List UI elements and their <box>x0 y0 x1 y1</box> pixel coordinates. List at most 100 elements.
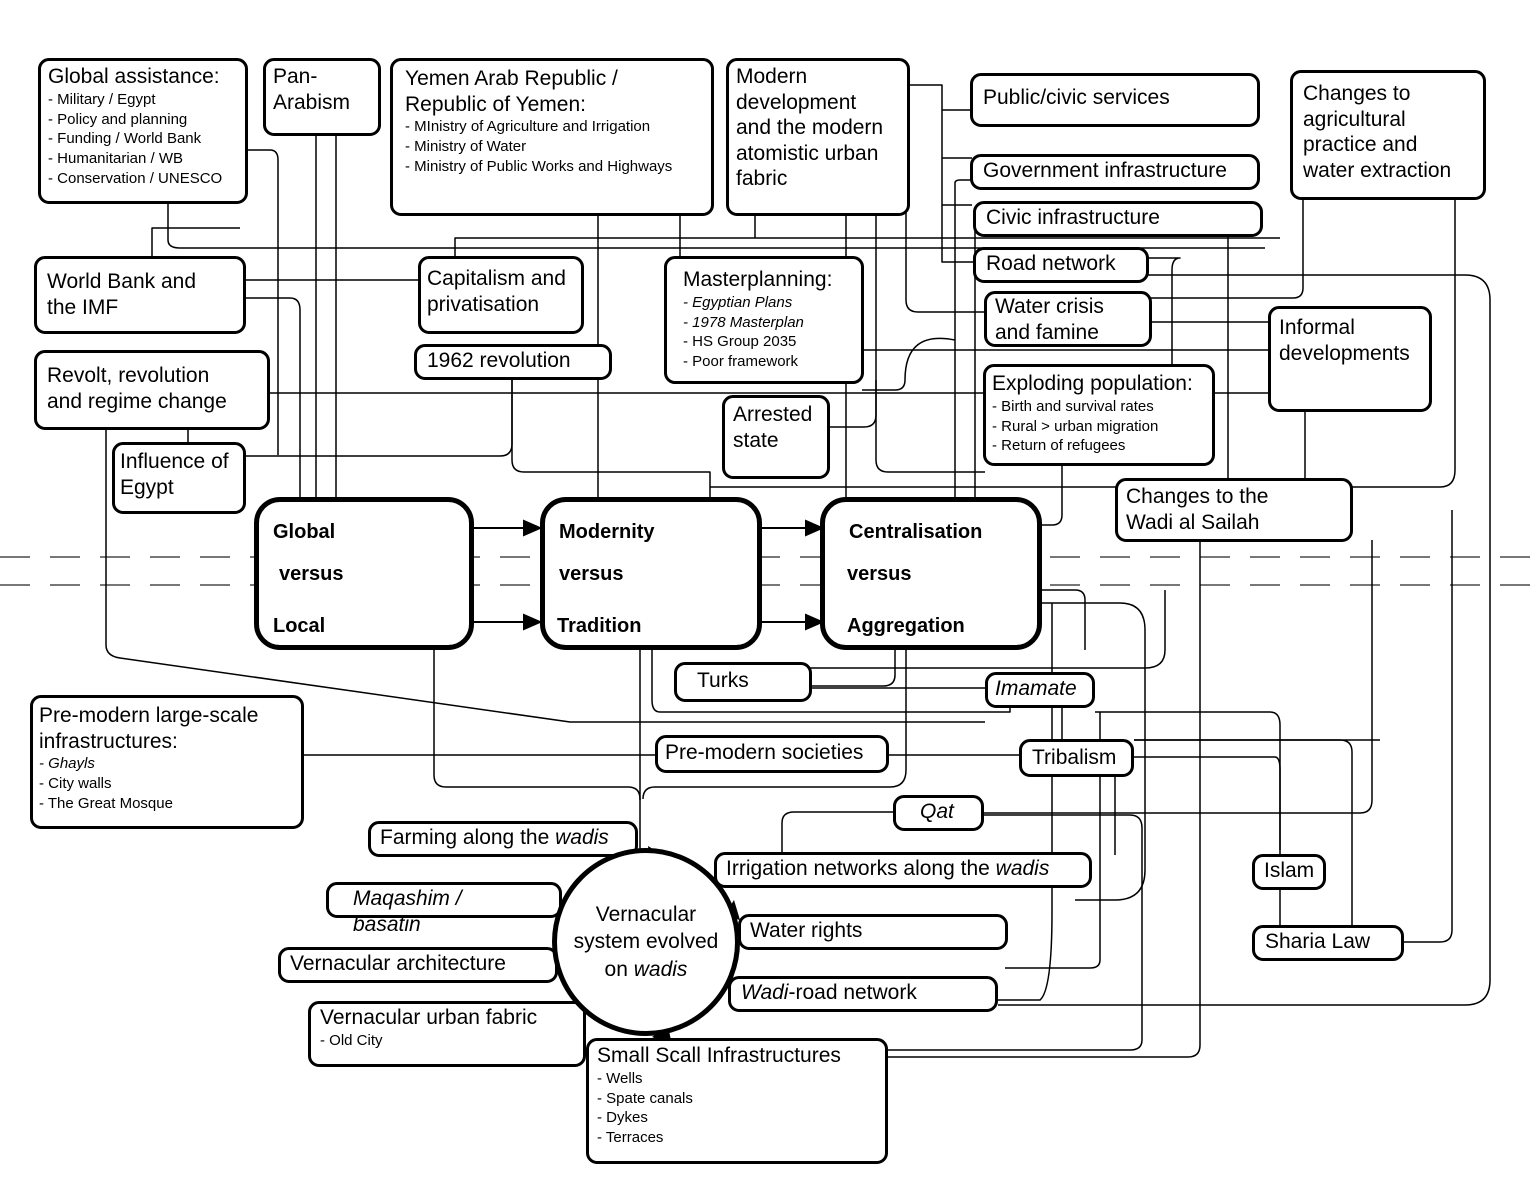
small-infrastructures-item: - Dykes <box>597 1109 648 1127</box>
global-assistance-item: - Funding / World Bank <box>48 130 202 148</box>
global-assistance-title: Global assistance: <box>48 65 220 88</box>
premodern-societies-label: Pre-modern societies <box>665 741 864 764</box>
irrigation-label: Irrigation networks along the wadis <box>726 857 1050 880</box>
global-assistance-item: - Military / Egypt <box>48 90 156 108</box>
revolution-1962-label: 1962 revolution <box>427 349 571 372</box>
turks-label: Turks <box>697 669 749 692</box>
wadi-sailah-line2: Wadi al Sailah <box>1126 510 1260 534</box>
masterplanning-item: - Poor framework <box>683 353 799 371</box>
modern-development-line: fabric <box>736 167 788 191</box>
wadi-road-label: Wadi-road network <box>741 981 917 1004</box>
yemen-republic-item: - Ministry of Water <box>405 138 527 156</box>
exploding-population-title: Exploding population: <box>992 372 1193 395</box>
yemen-republic-item: - Ministry of Public Works and Highways <box>405 158 673 176</box>
road-network-box: Road network <box>973 247 1149 283</box>
core-modernity-top: Modernity <box>559 521 655 543</box>
vernacular-system-line: Vernacular <box>595 903 697 927</box>
informal-developments-line2: developments <box>1279 341 1410 365</box>
capitalism-line1: Capitalism and <box>427 267 566 290</box>
irrigation-box: Irrigation networks along the wadis <box>714 852 1092 888</box>
influence-egypt-line1: Influence of <box>120 450 229 473</box>
global-assistance-box: Global assistance: - Military / Egypt - … <box>38 58 248 204</box>
vernacular-architecture-label: Vernacular architecture <box>290 952 506 975</box>
exploding-population-item: - Return of refugees <box>992 437 1126 455</box>
premodern-infrastructures-item: - The Great Mosque <box>39 795 173 813</box>
modern-development-line: Modern <box>736 65 808 88</box>
capitalism-line2: privatisation <box>427 292 540 316</box>
core-global-bottom: Local <box>273 615 326 637</box>
premodern-infrastructures-title: Pre-modern large-scale <box>39 704 259 727</box>
global-assistance-item: - Humanitarian / WB <box>48 150 184 168</box>
masterplanning-item: - HS Group 2035 <box>683 333 797 351</box>
tribalism-box: Tribalism <box>1019 739 1134 777</box>
sharia-label: Sharia Law <box>1265 930 1371 953</box>
modern-development-line: atomistic urban <box>736 141 879 165</box>
civic-infrastructure-box: Civic infrastructure <box>973 201 1263 237</box>
qat-label: Qat <box>920 800 954 823</box>
core-centralisation-mid: versus <box>847 563 912 585</box>
world-bank-box: World Bank and the IMF <box>34 256 246 334</box>
vernacular-system-line: system evolved <box>573 930 719 954</box>
pan-arabism-line1: Pan- <box>273 65 318 88</box>
world-bank-line1: World Bank and <box>47 270 197 293</box>
maqashim-label: Maqashim / basatin <box>353 887 462 936</box>
small-infrastructures-title: Small Scall Infrastructures <box>597 1044 841 1067</box>
small-infrastructures-box: Small Scall Infrastructures - Wells - Sp… <box>586 1038 888 1164</box>
revolt-box: Revolt, revolution and regime change <box>34 350 270 430</box>
core-centralisation-top: Centralisation <box>849 521 983 543</box>
public-services-box: Public/civic services <box>970 73 1260 127</box>
pan-arabism-box: Pan- Arabism <box>263 58 381 136</box>
premodern-infrastructures-item: - Ghayls <box>39 755 95 773</box>
water-crisis-box: Water crisis and famine <box>984 291 1152 347</box>
road-network-label: Road network <box>986 252 1116 275</box>
water-rights-label: Water rights <box>750 919 863 942</box>
vernacular-urban-fabric-box: Vernacular urban fabric - Old City <box>308 1001 586 1067</box>
core-modernity-bottom: Tradition <box>557 615 642 637</box>
water-crisis-line2: and famine <box>995 320 1099 344</box>
wadi-sailah-line1: Changes to the <box>1126 485 1269 508</box>
vernacular-urban-fabric-title: Vernacular urban fabric <box>320 1006 538 1029</box>
centralisation-versus-aggregation-box: Centralisation versus Aggregation <box>820 497 1042 650</box>
global-assistance-item: - Conservation / UNESCO <box>48 170 223 188</box>
premodern-infrastructures-box: Pre-modern large-scale infrastructures: … <box>30 695 304 829</box>
premodern-infrastructures-item: - City walls <box>39 775 112 793</box>
revolution-1962-box: 1962 revolution <box>414 344 612 380</box>
exploding-population-box: Exploding population: - Birth and surviv… <box>983 364 1215 466</box>
agricultural-changes-line: agricultural <box>1303 107 1406 131</box>
sharia-box: Sharia Law <box>1252 925 1404 961</box>
farming-label: Farming along the wadis <box>380 826 609 849</box>
agricultural-changes-line: Changes to <box>1303 82 1411 105</box>
premodern-infrastructures-title: infrastructures: <box>39 729 178 753</box>
public-services-label: Public/civic services <box>983 86 1170 109</box>
civic-infrastructure-label: Civic infrastructure <box>986 206 1160 229</box>
government-infrastructure-box: Government infrastructure <box>970 154 1260 190</box>
modern-development-line: development <box>736 90 857 114</box>
capitalism-box: Capitalism and privatisation <box>418 256 584 334</box>
wadi-sailah-box: Changes to the Wadi al Sailah <box>1115 478 1353 542</box>
agricultural-changes-box: Changes to agricultural practice and wat… <box>1290 70 1486 200</box>
global-versus-local-box: Global versus Local <box>254 497 474 650</box>
core-global-top: Global <box>273 521 336 543</box>
arrested-state-box: Arrested state <box>722 395 830 479</box>
premodern-societies-box: Pre-modern societies <box>655 735 889 773</box>
masterplanning-title: Masterplanning: <box>683 268 833 291</box>
modernity-versus-tradition-box: Modernity versus Tradition <box>540 497 762 650</box>
qat-box: Qat <box>893 795 984 831</box>
vernacular-system-circle: Vernacular system evolved on wadis <box>552 848 740 1036</box>
modern-development-line: and the modern <box>736 116 884 140</box>
agricultural-changes-line: practice and <box>1303 133 1418 157</box>
maqashim-box: Maqashim / basatin <box>326 882 562 936</box>
yemen-republic-title: Yemen Arab Republic / <box>405 67 618 90</box>
government-infrastructure-label: Government infrastructure <box>983 159 1227 182</box>
yemen-republic-box: Yemen Arab Republic / Republic of Yemen:… <box>390 58 714 216</box>
small-infrastructures-item: - Spate canals <box>597 1089 693 1107</box>
islam-label: Islam <box>1264 859 1315 882</box>
yemen-republic-title: Republic of Yemen: <box>405 92 586 116</box>
informal-developments-box: Informal developments <box>1268 306 1432 412</box>
masterplanning-item: - 1978 Masterplan <box>683 313 804 331</box>
core-centralisation-bottom: Aggregation <box>847 615 965 637</box>
water-crisis-line1: Water crisis <box>995 295 1104 318</box>
vernacular-system-em: wadis <box>633 957 688 981</box>
wadi-road-box: Wadi-road network <box>728 976 998 1012</box>
